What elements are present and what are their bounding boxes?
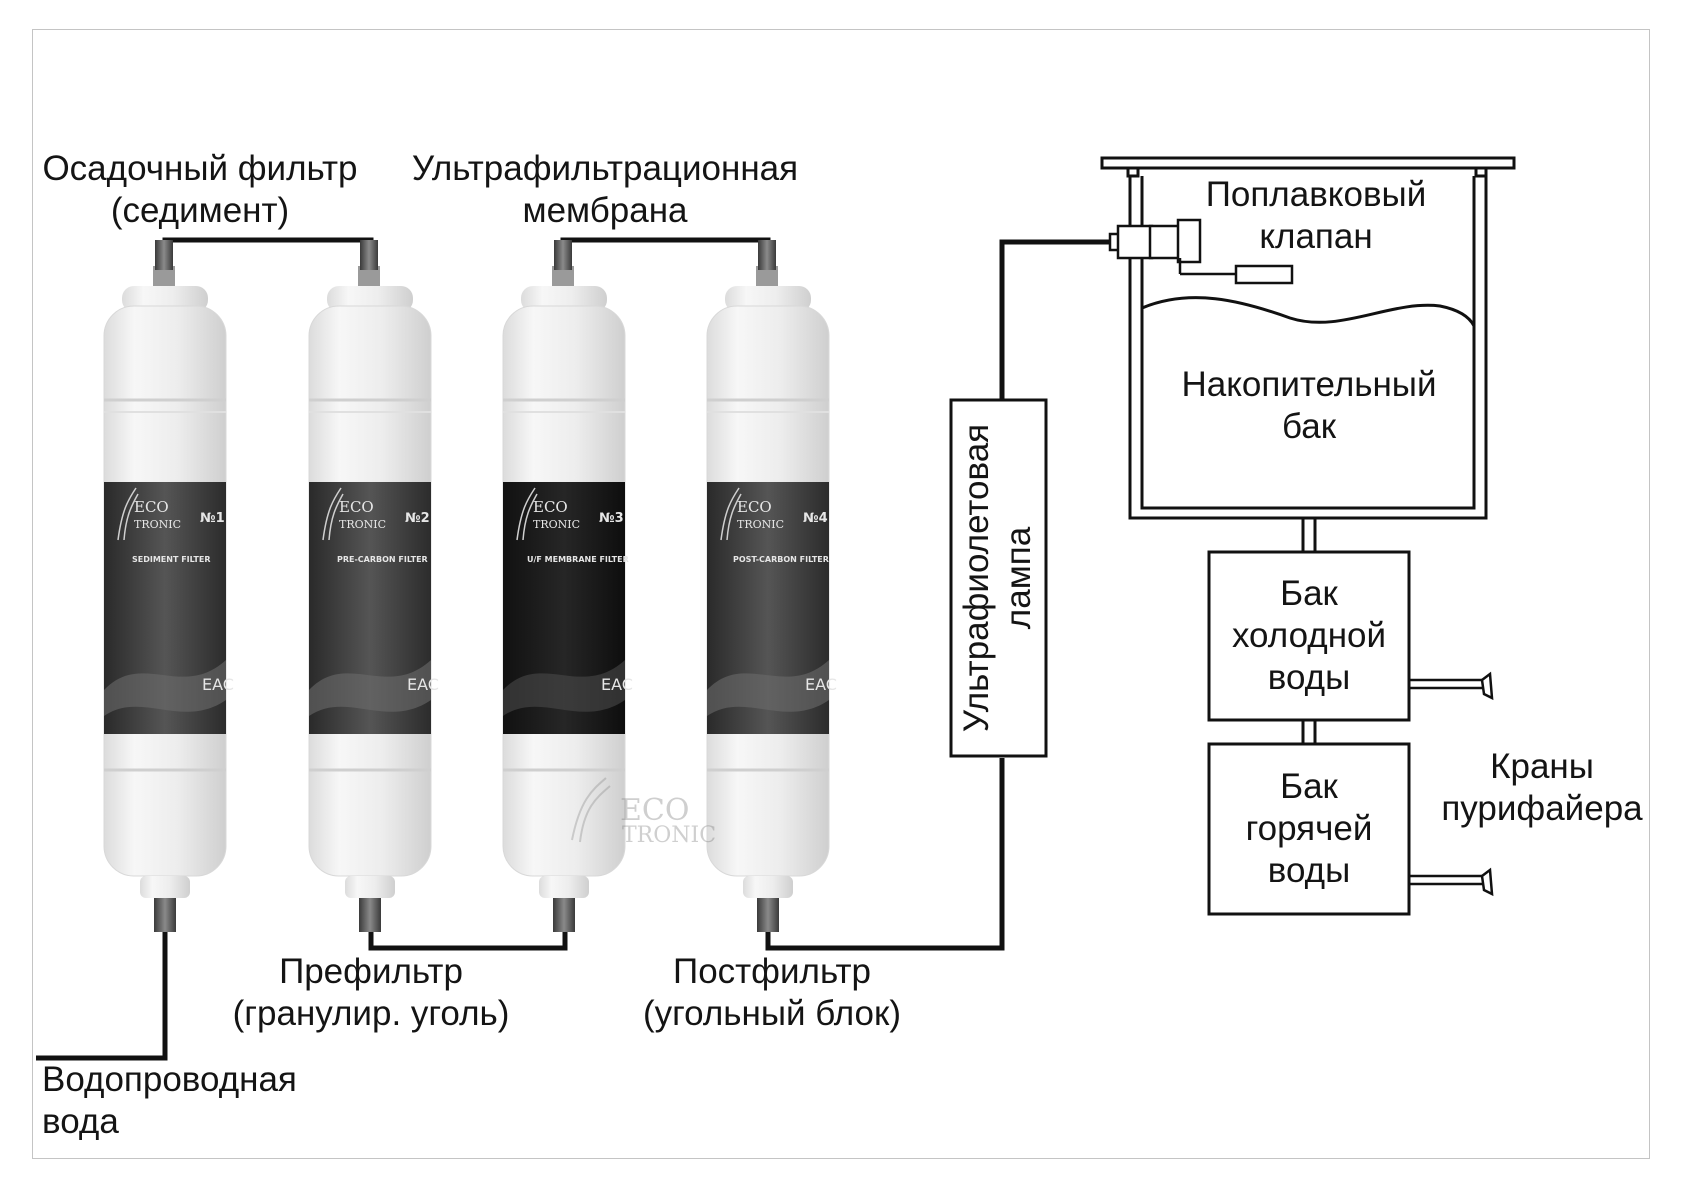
filter-1-brand-bottom: TRONIC bbox=[134, 518, 181, 531]
postfilter-label: Постфильтр (угольный блок) bbox=[643, 952, 901, 1033]
filter-3-mark: EAC bbox=[601, 675, 633, 694]
filter-2-mark: EAC bbox=[407, 675, 439, 694]
filter-4-number: №4 bbox=[803, 511, 828, 526]
filter-2-number: №2 bbox=[405, 511, 430, 526]
filter-1-brand-top: ECO bbox=[134, 498, 169, 516]
filter-4-brand-bottom: TRONIC bbox=[737, 518, 784, 531]
filter-3-brand-top: ECO bbox=[533, 498, 568, 516]
filter-1-mark: EAC bbox=[202, 675, 234, 694]
watermark-logo: ECO TRONIC bbox=[571, 777, 716, 848]
cold-water-tank bbox=[1207, 550, 1411, 722]
filter-2-type: PRE-CARBON FILTER bbox=[337, 555, 428, 564]
filter-cartridge-1 bbox=[103, 240, 227, 932]
filter-cartridge-2 bbox=[308, 240, 432, 932]
filter-3-type: U/F MEMBRANE FILTER bbox=[527, 555, 629, 564]
cartridge-labels: ECO TRONIC №1 SEDIMENT FILTER EAC ECO TR… bbox=[117, 487, 837, 694]
storage-tank-label: Накопительный бак bbox=[1181, 365, 1437, 446]
cold-tap bbox=[1409, 671, 1494, 701]
uv-lamp-label: Ультрафиолетовая лампа bbox=[957, 423, 1038, 733]
tap-water-label: Водопроводная вода bbox=[42, 1060, 297, 1141]
filter-4-mark: EAC bbox=[805, 675, 837, 694]
filter-cartridge-3 bbox=[502, 240, 626, 932]
uv-lamp-box bbox=[949, 398, 1048, 758]
filter-2-brand-top: ECO bbox=[339, 498, 374, 516]
watermark-bottom: TRONIC bbox=[622, 823, 716, 848]
uf-membrane-label: Ультрафильтрационная мембрана bbox=[411, 149, 799, 230]
hot-tap bbox=[1409, 867, 1494, 897]
filter-2-brand-bottom: TRONIC bbox=[339, 518, 386, 531]
cold-tank-label: Бак холодной воды bbox=[1231, 574, 1387, 697]
filter-cartridge-4 bbox=[706, 240, 830, 932]
tank-connectors bbox=[1301, 518, 1317, 744]
storage-tank bbox=[1100, 156, 1516, 520]
filter-3-number: №3 bbox=[599, 511, 624, 526]
float-valve bbox=[1108, 218, 1294, 285]
float-valve-label: Поплавковый клапан bbox=[1205, 175, 1427, 256]
hot-tank-label: Бак горячей воды bbox=[1245, 767, 1373, 890]
filter-4-type: POST-CARBON FILTER bbox=[733, 555, 829, 564]
filter-3-brand-bottom: TRONIC bbox=[533, 518, 580, 531]
hot-water-tank bbox=[1207, 742, 1411, 916]
prefilter-label: Префильтр (гранулир. уголь) bbox=[232, 952, 510, 1033]
filter-4-brand-top: ECO bbox=[737, 498, 772, 516]
sediment-filter-label: Осадочный фильтр (седимент) bbox=[42, 149, 358, 230]
filter-1-type: SEDIMENT FILTER bbox=[132, 555, 211, 564]
filter-1-number: №1 bbox=[200, 511, 225, 526]
taps-label: Краны пурифайера bbox=[1441, 747, 1643, 828]
watermark-top: ECO bbox=[620, 793, 689, 828]
